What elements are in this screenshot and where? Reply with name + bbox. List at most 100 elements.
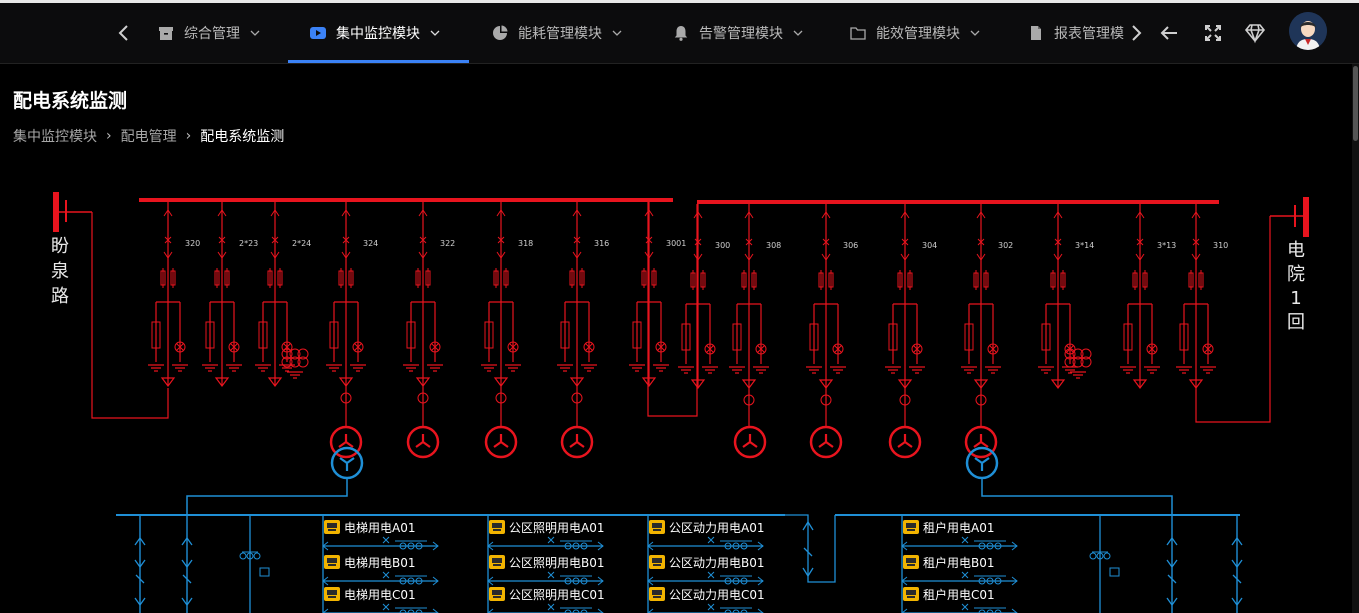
lv-bus-tie-breaker [802,520,814,578]
nav-item-central-monitoring[interactable]: 集中监控模块 [310,3,440,63]
transformer-hv-winding [888,425,922,459]
current-transformer-icon [268,377,282,387]
meter-outlet: 公区照明用电B01 [487,555,605,586]
left-incoming-source [53,192,169,419]
chevron-down-icon [250,30,260,36]
right-source-label-char: 院 [1287,264,1305,285]
lv-feeder [134,515,146,613]
ground-icon [402,364,420,372]
current-transformer-icon [161,377,175,387]
meter-icon [489,587,505,601]
page-title: 配电系统监测 [13,90,128,112]
feeder-number-label: 2*23 [239,239,258,248]
meter-icon [903,587,919,601]
nav-item-energy-consumption[interactable]: 能耗管理模块 [492,3,622,63]
transformer-hv-winding [406,425,440,459]
right-source-label-char: 1 [1290,288,1301,309]
hv-feeder: 3*14 [1037,204,1094,389]
bus-tie [647,202,698,417]
arrow-left-icon[interactable] [1157,21,1181,45]
meter-icon [903,520,919,534]
hv-feeder: 3*13 [1119,204,1176,389]
hv-feeder: 308 [728,204,781,428]
hv-feeder: 322 [402,202,455,428]
ground-icon [1119,366,1137,374]
feeder-number-label: 300 [715,241,730,250]
transformer-hv-winding [484,425,518,459]
ground-icon [147,364,165,372]
scrollbar-thumb[interactable] [1353,66,1358,141]
current-transformer-icon [691,379,705,389]
voltage-transformer [1064,348,1092,379]
ground-icon [677,366,695,374]
nav-item-label: 综合管理 [184,26,240,42]
fullscreen-icon[interactable] [1201,21,1225,45]
current-transformer-icon [742,379,756,389]
meter-label: 电梯用电A01 [344,521,415,535]
chevron-down-icon [612,30,622,36]
breadcrumb-item[interactable]: 配电管理 [120,129,177,145]
meter-icon [649,555,665,569]
feeder-number-label: 302 [998,241,1013,250]
nav-item-label: 告警管理模块 [699,26,783,42]
meter-outlet: 租户用电A01 [901,520,1018,551]
ground-icon [752,366,770,374]
meter-label: 电梯用电C01 [344,588,416,602]
user-avatar[interactable] [1289,12,1327,50]
breadcrumb-current: 配电系统监测 [200,129,285,145]
meter-icon [903,555,919,569]
ground-icon [805,366,823,374]
feeder-number-label: 3*14 [1075,241,1094,250]
lv-incomer-left [186,478,348,515]
current-transformer-icon [1189,379,1203,389]
page-scrollbar[interactable] [1352,64,1359,613]
nav-item-label: 报表管理模 [1054,26,1124,42]
archive-icon [159,27,173,40]
meter-label: 公区照明用电A01 [509,521,604,535]
feeder-number-label: 320 [185,239,200,248]
meter-label: 公区照明用电C01 [509,588,605,602]
user-avatar-image [1289,12,1327,50]
breadcrumb-item[interactable]: 集中监控模块 [13,129,97,145]
nav-item-alarm-management[interactable]: 告警管理模块 [673,3,803,63]
meter-outlet: 租户用电B01 [901,555,1018,586]
ground-icon [628,364,646,372]
current-transformer-icon [1051,379,1065,389]
current-transformer-icon [494,377,508,387]
nav-item-general-management[interactable]: 综合管理 [158,3,260,63]
hv-feeder: 300 [677,204,730,389]
nav-scroll-left-icon[interactable] [112,21,136,45]
lv-incomer-right [981,478,1173,515]
lv-metering-switch [1089,515,1120,613]
folder-icon [850,27,866,40]
nav-item-report-management[interactable]: 报表管理模 [1028,3,1124,63]
hv-feeder: 320 [147,202,200,387]
chevron-down-icon [970,30,980,36]
left-source-label-char: 泉 [51,261,69,282]
ground-icon [504,364,522,372]
right-incoming-source [1195,197,1309,423]
chevron-down-icon [793,30,803,36]
ground-icon [960,366,978,374]
nav-item-efficiency-management[interactable]: 能效管理模块 [850,3,980,63]
current-transformer-icon [416,377,430,387]
nav-scroll-right-icon[interactable] [1124,21,1148,45]
feeder-number-label: 306 [843,241,858,250]
document-icon [1031,26,1041,40]
ground-icon [884,366,902,374]
hv-busbar-left [139,198,673,202]
feeder-number-label: 322 [440,239,455,248]
right-source-label-char: 回 [1287,312,1305,333]
diamond-icon[interactable] [1243,21,1267,45]
lv-feeder [1166,515,1178,613]
meter-outlet: 电梯用电C01 [322,587,439,613]
meter-outlet: 公区动力用电B01 [647,555,765,586]
ground-icon [480,364,498,372]
meter-icon [324,555,340,569]
hv-feeder: 304 [884,204,937,428]
transformer-lv-winding [965,446,999,480]
meter-label: 公区动力用电A01 [669,521,764,535]
meter-label: 电梯用电B01 [344,556,416,570]
ground-icon [1037,366,1055,374]
